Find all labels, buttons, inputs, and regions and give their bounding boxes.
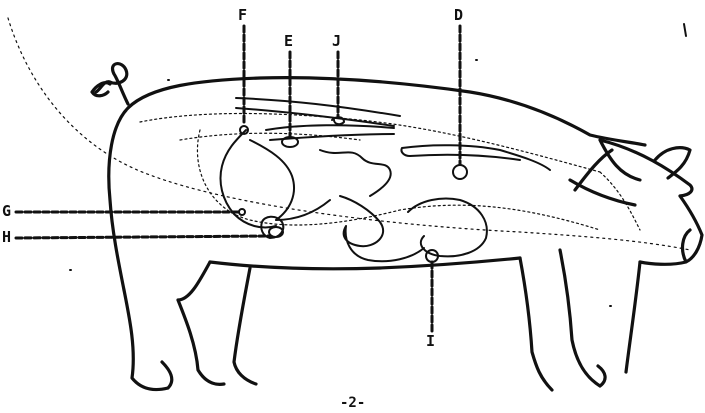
label-f: F bbox=[238, 8, 247, 23]
pig-tail bbox=[92, 64, 128, 104]
leader-lines bbox=[16, 26, 460, 334]
liver-organ bbox=[250, 140, 330, 220]
label-d: D bbox=[454, 8, 463, 23]
pig-front-legs bbox=[520, 250, 640, 390]
kidney-organ bbox=[401, 145, 550, 170]
label-g: G bbox=[2, 204, 11, 219]
marker-g bbox=[239, 209, 245, 215]
page-number: -2- bbox=[340, 396, 365, 410]
label-e: E bbox=[284, 34, 293, 49]
intestine-organ bbox=[320, 150, 424, 261]
marker-d bbox=[453, 165, 467, 179]
leader-h bbox=[16, 236, 270, 238]
stray-mark bbox=[684, 24, 686, 36]
label-i: I bbox=[426, 334, 435, 349]
pig-rear-legs bbox=[124, 262, 256, 390]
pig-head bbox=[570, 140, 702, 264]
label-h: H bbox=[2, 230, 11, 245]
pig-body-outline bbox=[109, 78, 645, 290]
label-j: J bbox=[332, 34, 341, 49]
